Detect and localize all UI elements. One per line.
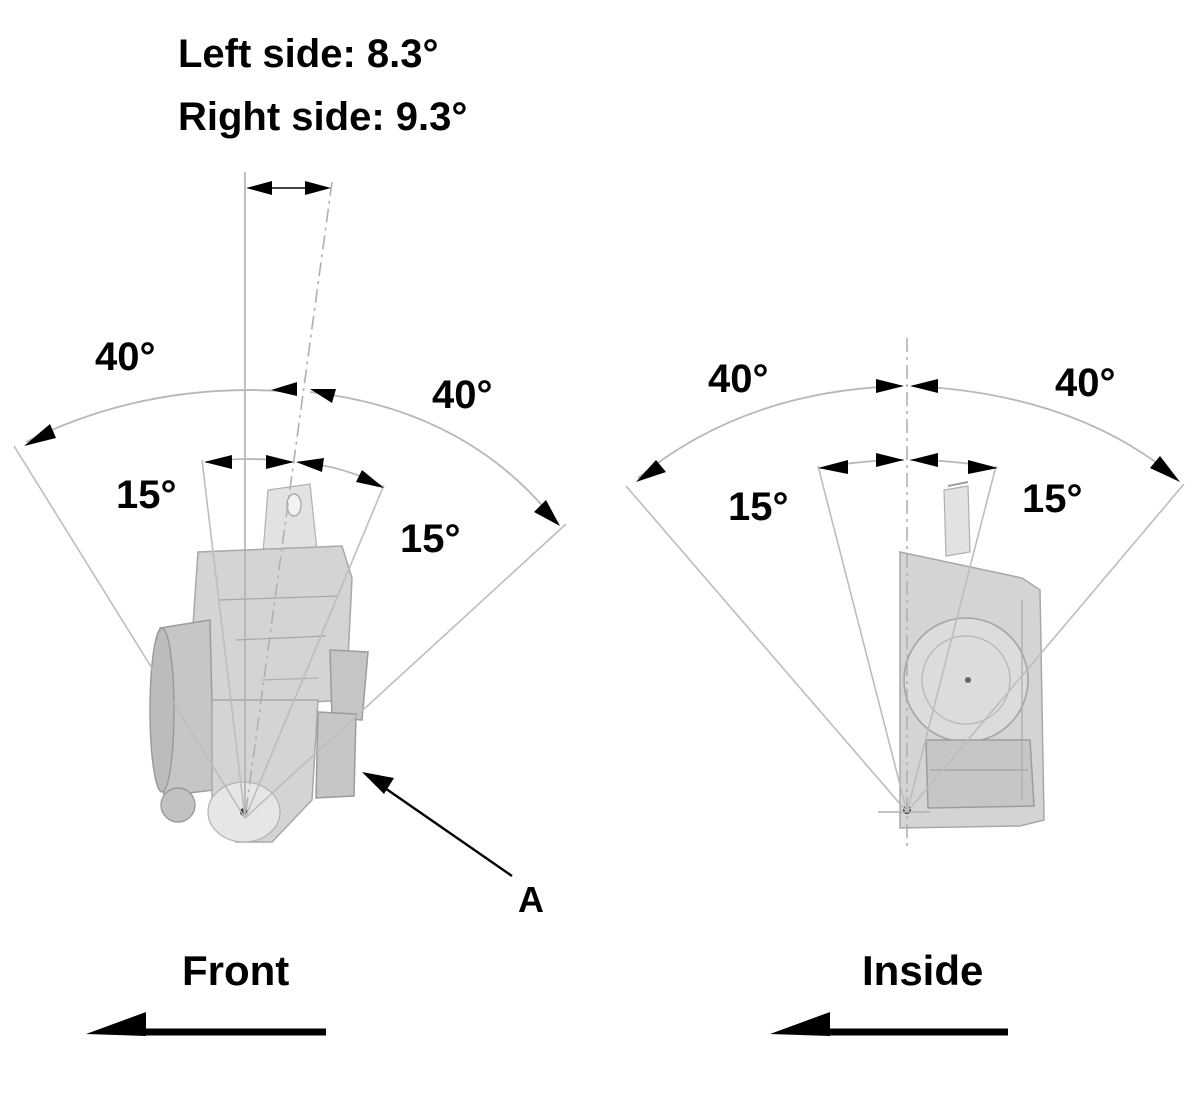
right-side-angle-label: Right side: 9.3° bbox=[178, 95, 467, 139]
inside-left-40-arc bbox=[637, 385, 903, 479]
inside-view: 40° 40° 15° 15° Inside bbox=[625, 338, 1185, 1036]
inside-knuckle-illustration bbox=[899, 481, 1045, 829]
front-direction-arrow bbox=[86, 1012, 326, 1036]
front-inclination-dimension bbox=[246, 181, 331, 195]
front-left-40-ray bbox=[13, 445, 246, 819]
left-side-angle-label: Left side: 8.3° bbox=[178, 32, 439, 76]
front-direction-label: Front bbox=[182, 947, 289, 994]
inside-inner-left-angle-label: 15° bbox=[728, 485, 789, 529]
front-inner-left-angle-label: 15° bbox=[116, 473, 177, 517]
inside-direction-arrow bbox=[770, 1012, 1008, 1036]
front-left-40-arc bbox=[25, 389, 297, 443]
front-view: 40° 40° 15° 15° A Front bbox=[13, 172, 567, 1036]
inside-left-15-ray bbox=[817, 465, 908, 813]
inside-direction-label: Inside bbox=[862, 947, 983, 994]
inside-right-40-ray bbox=[906, 483, 1185, 813]
front-right-40-ray bbox=[244, 523, 567, 819]
inside-inner-right-angle-label: 15° bbox=[1022, 477, 1083, 521]
callout-a-leader bbox=[362, 772, 513, 877]
callout-a-label: A bbox=[518, 879, 544, 920]
front-right-40-arc bbox=[309, 391, 557, 523]
front-outer-left-angle-label: 40° bbox=[95, 335, 156, 379]
front-outer-right-angle-label: 40° bbox=[432, 373, 493, 417]
inside-right-15-ray bbox=[906, 465, 997, 813]
front-left-15-ray bbox=[201, 459, 246, 819]
front-kingpin-axis-line bbox=[244, 181, 333, 819]
inside-left-40-ray bbox=[625, 485, 908, 813]
front-inner-right-angle-label: 15° bbox=[400, 517, 461, 561]
inside-right-40-arc bbox=[911, 385, 1177, 479]
front-knuckle-illustration bbox=[149, 483, 369, 843]
inside-outer-right-angle-label: 40° bbox=[1055, 361, 1116, 405]
front-right-15-ray bbox=[244, 484, 385, 819]
inside-outer-left-angle-label: 40° bbox=[708, 357, 769, 401]
